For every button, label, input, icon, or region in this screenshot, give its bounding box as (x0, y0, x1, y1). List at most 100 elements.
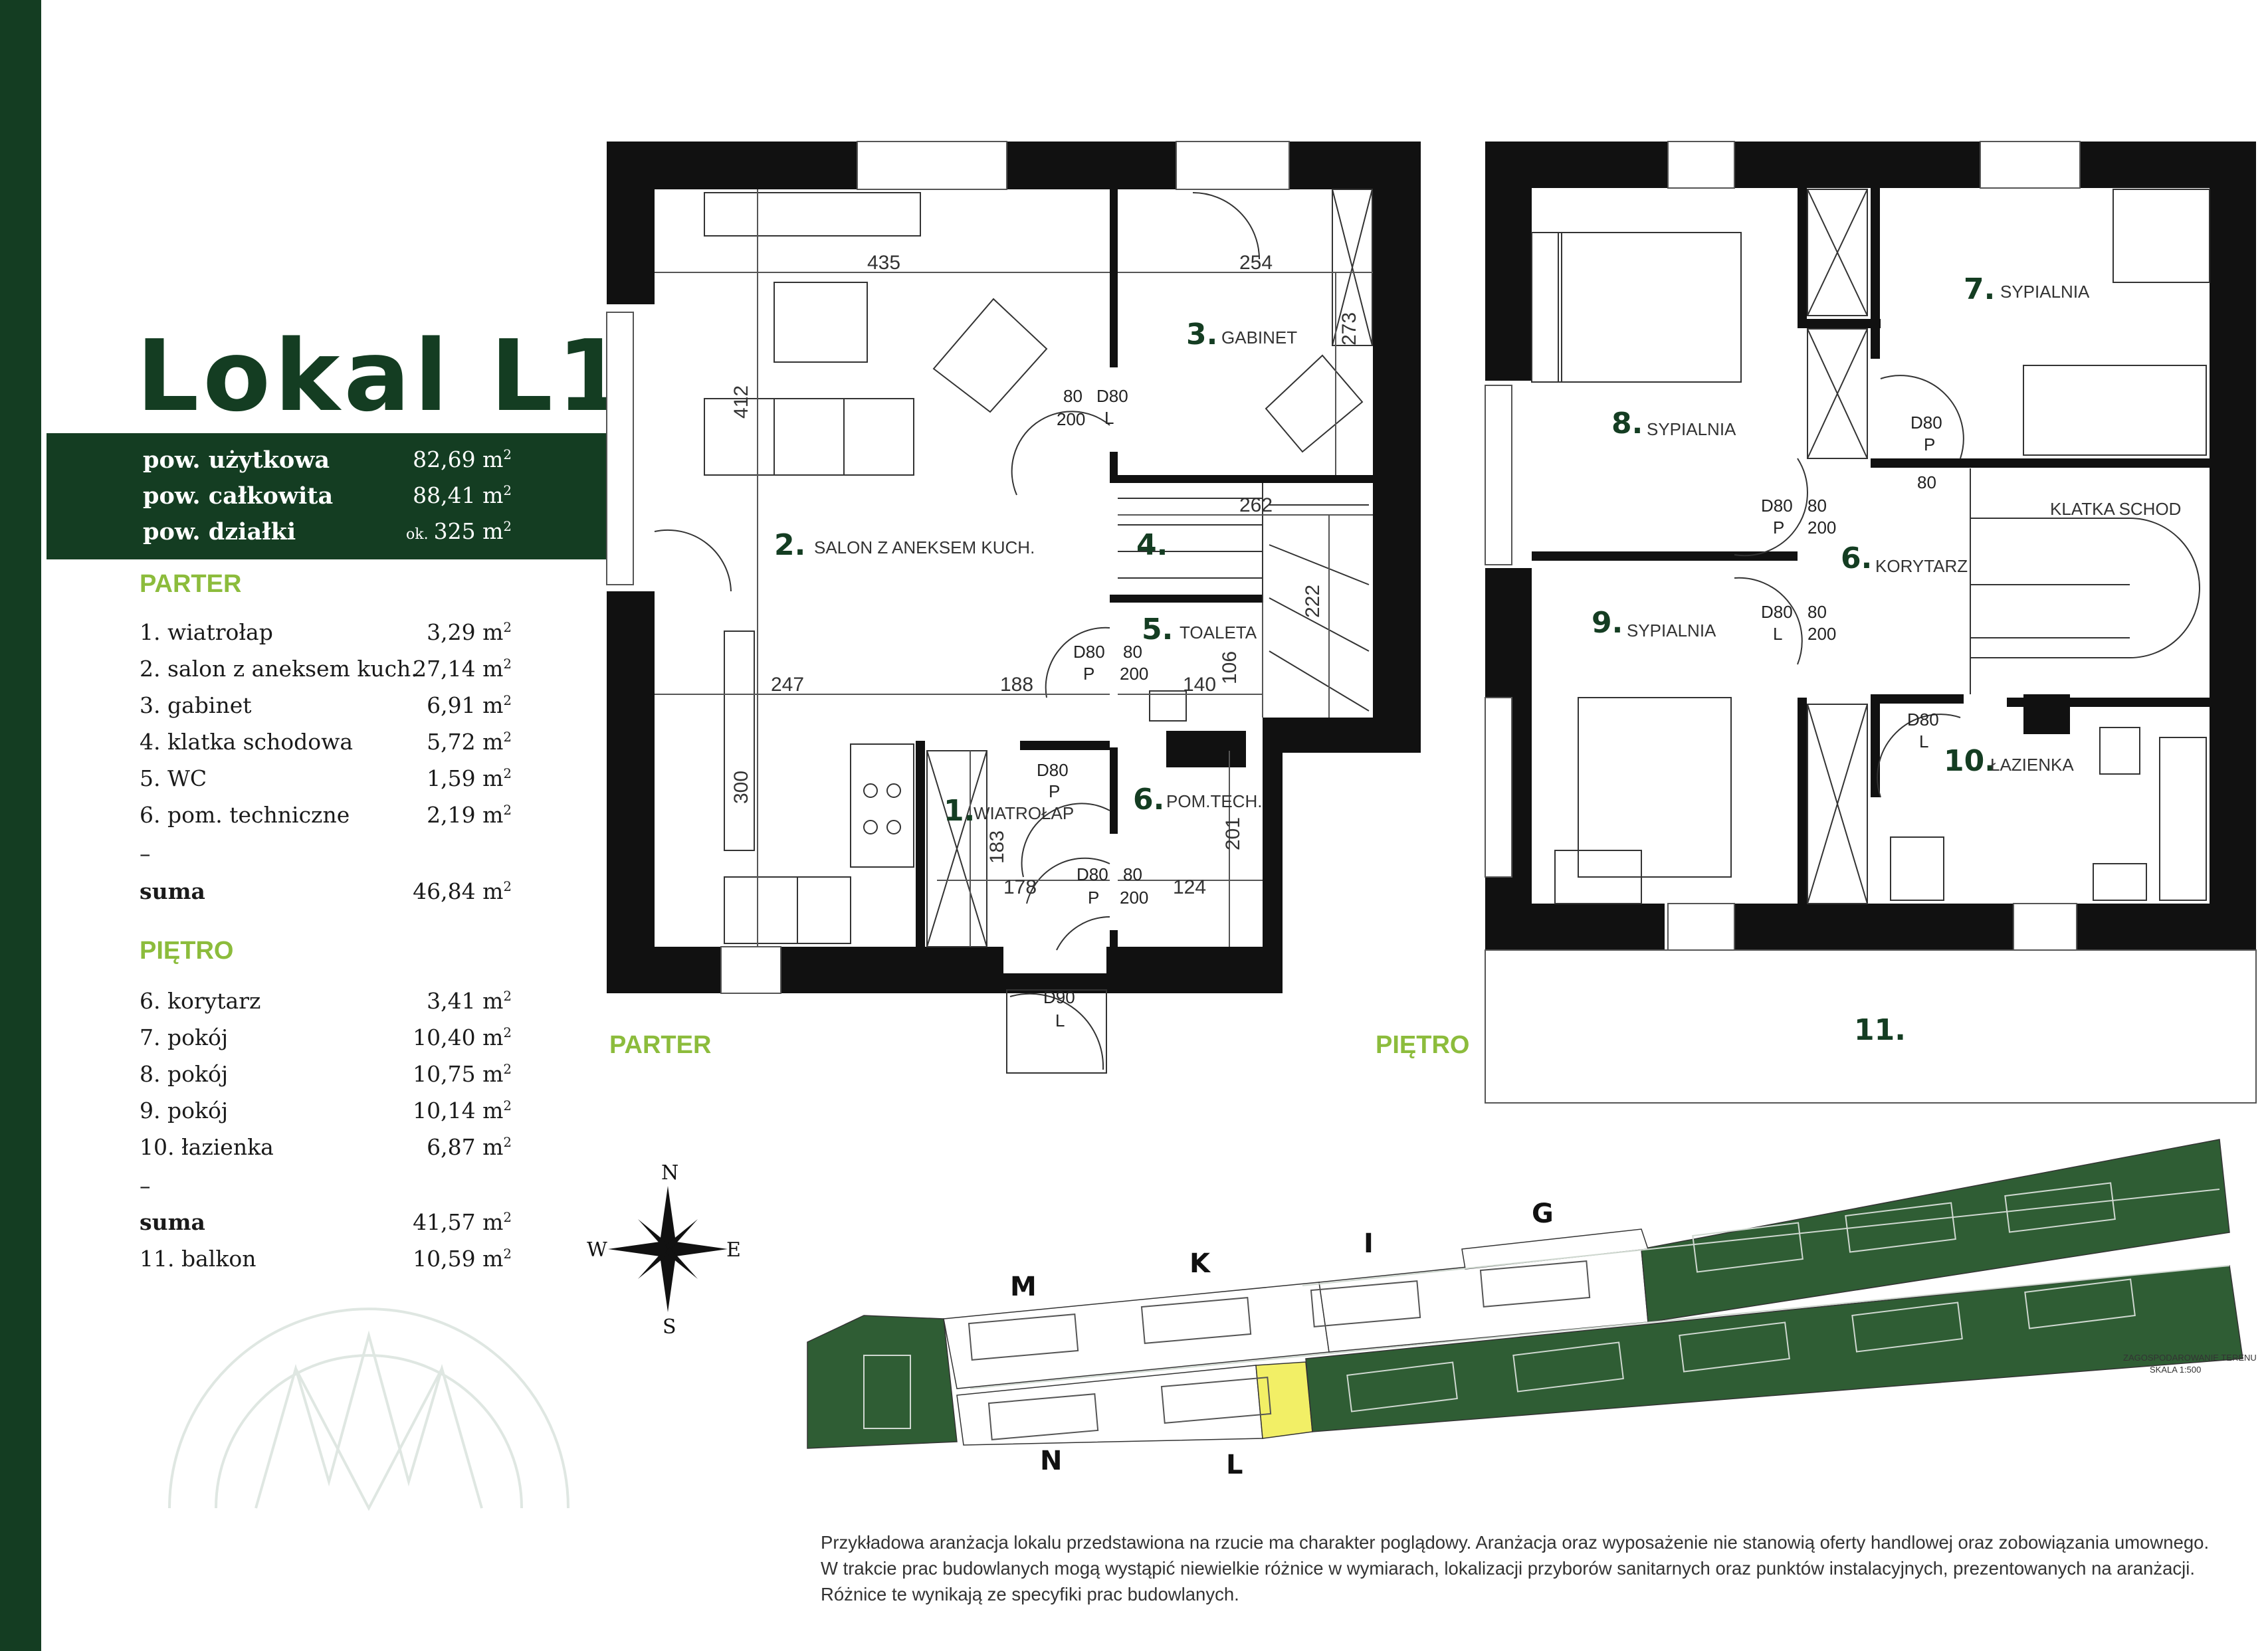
pietro-plan-label: PIĘTRO (1376, 1031, 1470, 1059)
list-separator: – (140, 840, 151, 866)
svg-text:L: L (1104, 408, 1114, 428)
disclaimer-line: Przykładowa aranżacja lokalu przedstawio… (821, 1532, 2210, 1553)
area-value-plot: ok.325 m2 (406, 518, 512, 544)
area-value-usable: 82,69 m2 (413, 446, 512, 472)
area-label-usable: pow. użytkowa (143, 446, 330, 474)
room-number: 3. (1186, 318, 1217, 351)
svg-text:273: 273 (1338, 312, 1360, 345)
svg-text:80: 80 (1917, 472, 1936, 492)
site-letter: M (1010, 1272, 1037, 1302)
room-number: 8. (1611, 407, 1643, 440)
room-number: 7. (1964, 272, 1995, 306)
room-number: 9. (1592, 606, 1623, 640)
svg-text:200: 200 (1807, 624, 1836, 644)
svg-text:183: 183 (986, 830, 1008, 864)
room-number: 10. (1944, 744, 1996, 778)
svg-text:80: 80 (1807, 602, 1827, 622)
parter-floor-plan: 435 254 273 412 262 222 247 188 140 106 … (606, 141, 1421, 1074)
svg-text:178: 178 (1003, 876, 1037, 898)
svg-text:247: 247 (771, 674, 804, 696)
svg-text:D80: D80 (1073, 642, 1105, 662)
svg-text:D80: D80 (1761, 496, 1793, 516)
room-name: GABINET (1221, 328, 1297, 347)
disclaimer-line: Różnice te wynikają ze specyfiki prac bu… (821, 1584, 1239, 1604)
room-name: SALON Z ANEKSEM KUCH. (814, 537, 1035, 557)
svg-text:D80: D80 (1907, 710, 1939, 729)
site-letter: K (1189, 1248, 1211, 1279)
svg-text:P: P (1049, 781, 1060, 801)
svg-text:L: L (1055, 1011, 1065, 1030)
brand-sidebar-stripe (0, 0, 41, 1651)
svg-text:124: 124 (1173, 876, 1206, 898)
room-name: SYPIALNIA (2000, 282, 2090, 302)
svg-text:D80: D80 (1037, 760, 1069, 780)
svg-text:201: 201 (1222, 817, 1244, 850)
svg-text:D80: D80 (1761, 602, 1793, 622)
room-number: 4. (1136, 528, 1168, 562)
svg-text:200: 200 (1807, 518, 1836, 537)
svg-text:SKALA 1:500: SKALA 1:500 (2150, 1365, 2201, 1375)
svg-text:80: 80 (1063, 386, 1082, 406)
svg-text:L: L (1919, 731, 1928, 751)
room-name: SYPIALNIA (1627, 621, 1716, 640)
svg-text:200: 200 (1057, 409, 1085, 429)
svg-text:D90: D90 (1043, 987, 1075, 1007)
site-plan-map: M K I G N L ZAGOSPODAROWANIE TERENU SKAL… (807, 1139, 2257, 1480)
room-number: 1. (944, 794, 975, 828)
area-label-plot: pow. działki (143, 518, 296, 545)
svg-text:P: P (1773, 518, 1784, 537)
svg-text:222: 222 (1302, 585, 1324, 618)
svg-text:ZAGOSPODAROWANIE TERENU: ZAGOSPODAROWANIE TERENU (2123, 1353, 2257, 1363)
svg-text:W: W (587, 1238, 607, 1262)
room-number: 2. (774, 528, 805, 562)
svg-text:435: 435 (867, 252, 900, 274)
room-number: 6. (1133, 783, 1164, 817)
svg-text:106: 106 (1219, 651, 1241, 684)
site-letter: I (1364, 1228, 1374, 1259)
room-name: KORYTARZ (1875, 556, 1968, 576)
disclaimer-line: W trakcie prac budowlanych mogą wystąpić… (821, 1558, 2195, 1579)
svg-text:200: 200 (1120, 888, 1148, 908)
svg-text:D80: D80 (1077, 864, 1108, 884)
svg-text:80: 80 (1807, 496, 1827, 516)
svg-text:P: P (1924, 435, 1935, 454)
page-title: Lokal L1 (136, 319, 629, 433)
pietro-heading: PIĘTRO (140, 937, 234, 965)
svg-text:412: 412 (730, 385, 752, 419)
svg-text:E: E (726, 1238, 741, 1262)
svg-text:80: 80 (1123, 864, 1142, 884)
svg-text:L: L (1773, 624, 1782, 644)
svg-text:300: 300 (730, 771, 752, 804)
room-name: SYPIALNIA (1647, 419, 1736, 439)
room-list-item: 2. salon z aneksem kuch.27,14 m2 (140, 656, 512, 682)
site-letter: L (1226, 1450, 1243, 1480)
svg-text:P: P (1088, 888, 1099, 908)
site-letter: G (1532, 1199, 1554, 1229)
compass-rose-icon: N S E W (587, 1161, 741, 1339)
svg-text:80: 80 (1123, 642, 1142, 662)
svg-text:262: 262 (1239, 494, 1273, 516)
svg-text:200: 200 (1120, 664, 1148, 684)
area-value-total: 88,41 m2 (413, 482, 512, 508)
parter-heading: PARTER (140, 570, 242, 598)
room-name: POM.TECH. (1166, 791, 1262, 811)
balcony-number: 11. (1854, 1013, 1906, 1047)
area-label-total: pow. całkowita (143, 482, 334, 510)
svg-text:254: 254 (1239, 252, 1273, 274)
area-summary-box: pow. użytkowa 82,69 m2 pow. całkowita 88… (47, 433, 607, 559)
site-letter: N (1040, 1446, 1062, 1476)
list-separator: – (140, 1173, 151, 1199)
logo-watermark (168, 1308, 569, 1511)
